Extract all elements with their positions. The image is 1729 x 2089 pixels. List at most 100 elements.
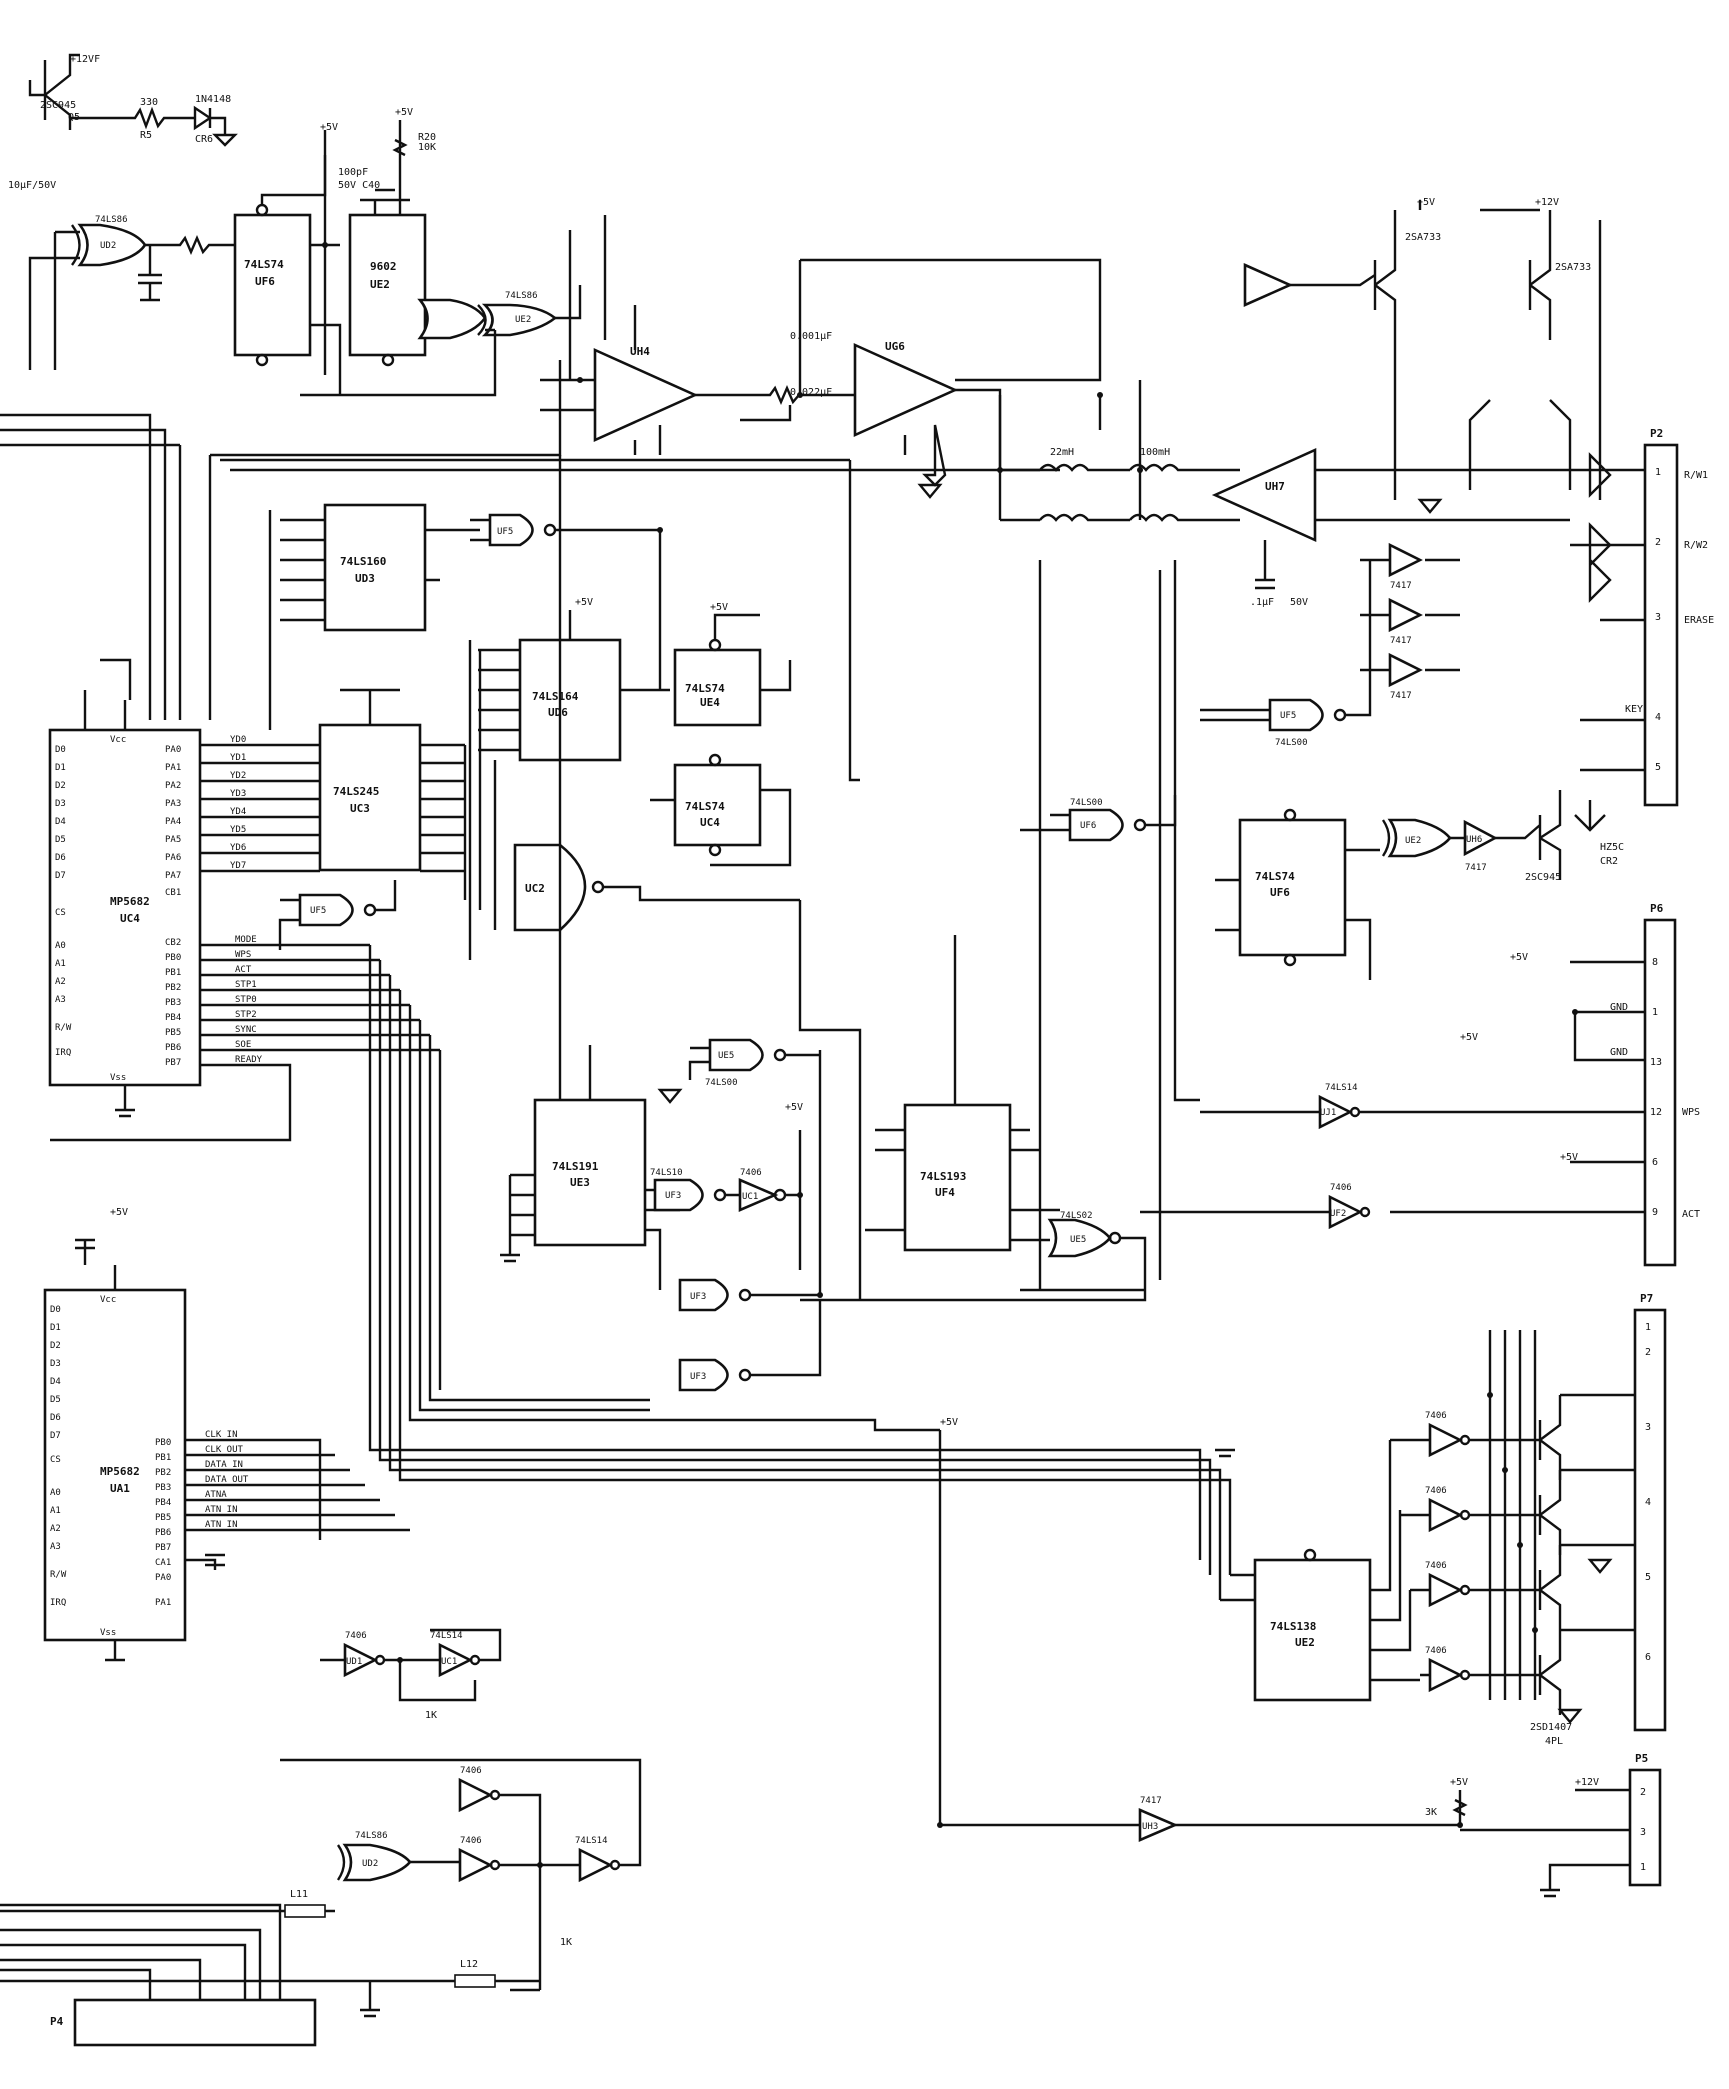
bus-label: YD7 <box>230 861 246 871</box>
supply-label: +5V <box>110 1207 128 1218</box>
gate-type: 74LS00 <box>1070 798 1103 808</box>
q7b-label: 4PL <box>1545 1736 1563 1747</box>
gate-ref: UF3 <box>690 1292 706 1302</box>
pin-label: PA6 <box>165 853 181 863</box>
gate-ref: UE2 <box>515 315 531 325</box>
l11-label: L11 <box>290 1889 308 1900</box>
l12-label: L12 <box>460 1959 478 1970</box>
supply-label: +5V <box>395 107 413 118</box>
pin-label: PA0 <box>155 1573 171 1583</box>
gate-type: 7406 <box>740 1168 762 1178</box>
supply-label: +5V <box>1560 1152 1578 1163</box>
interconnect-buses <box>368 455 1232 1600</box>
flipflop-uf6-top: 74LS74 UF6 <box>233 155 342 395</box>
pin-number: 6 <box>1645 1652 1651 1663</box>
bus-label: SYNC <box>235 1025 257 1035</box>
cr2-ref: CR2 <box>1600 856 1618 867</box>
connector-p2: P2 1 2 3 4 5 R/W1 R/W2 ERASE KEY <box>1400 427 1714 807</box>
signal-label: WPS <box>1682 1107 1700 1118</box>
gnd-label: Vss <box>100 1628 116 1638</box>
pin-label: D5 <box>50 1395 61 1405</box>
supply-label: +5V <box>1510 952 1528 963</box>
pin-label: PB1 <box>155 1453 171 1463</box>
junction-dots <box>322 242 1578 1868</box>
connector-p4: P4 <box>50 1998 317 2047</box>
gate-type: 74LS86 <box>505 291 538 301</box>
bus-transceiver-uc3: 74LS245 UC3 <box>318 688 465 873</box>
ferrite-beads: L11 L12 <box>0 1889 540 2018</box>
pin-number: 2 <box>1640 1787 1646 1798</box>
connector-ref: P2 <box>1650 427 1663 440</box>
bus-label: YD4 <box>230 807 246 817</box>
pin-label: D7 <box>55 871 66 881</box>
chip-ref: UE3 <box>570 1176 590 1189</box>
gate-type: 74LS14 <box>430 1631 463 1641</box>
gate-ref: UF3 <box>690 1372 706 1382</box>
q9-label: 2SA733 <box>1405 232 1441 243</box>
cr6-ref: CR6 <box>195 134 213 145</box>
signal-label: ERASE <box>1684 615 1714 626</box>
pin-number: 1 <box>1655 467 1661 478</box>
pin-label: IRQ <box>50 1598 66 1608</box>
buffer-array: 7417 7417 7417 <box>1360 542 1460 701</box>
l2-label: 100mH <box>1140 447 1170 458</box>
pin-label: PB7 <box>155 1543 171 1553</box>
bus-label: CLK OUT <box>205 1445 244 1455</box>
gate-ref: UD2 <box>362 1859 378 1869</box>
pin-number: 12 <box>1650 1107 1662 1118</box>
signal-label: +12V <box>1575 1777 1599 1788</box>
q5-label: 2SC945 <box>40 100 76 111</box>
connector-ref: P4 <box>50 2015 64 2028</box>
chip-part: 74LS74 <box>685 682 725 695</box>
pin-label: PB5 <box>165 1028 181 1038</box>
chip-ref: UC3 <box>350 802 370 815</box>
pin-label: PB0 <box>165 953 181 963</box>
gate-type: 7406 <box>1425 1646 1447 1656</box>
pin-label: D7 <box>50 1431 61 1441</box>
supply-label: +5V <box>575 597 593 608</box>
connector-ref: P6 <box>1650 902 1664 915</box>
chip-ref: UH7 <box>1265 480 1285 493</box>
bus-label: MODE <box>235 935 257 945</box>
pin-label: D0 <box>50 1305 61 1315</box>
pin-number: 1 <box>1640 1862 1646 1873</box>
chip-ref: UE2 <box>370 278 390 291</box>
c21-label: 0.001µF <box>790 331 832 342</box>
chip-part: 74LS74 <box>244 258 284 271</box>
supply-label: +5V <box>1450 1777 1468 1788</box>
chip-part: MP5682 <box>100 1465 140 1478</box>
gate-ref: UF6 <box>1080 821 1096 831</box>
cr2-label: HZ5C <box>1600 842 1624 853</box>
pin-label: PA4 <box>165 817 181 827</box>
bus-label: YD6 <box>230 843 246 853</box>
gate-type: 7417 <box>1390 581 1412 591</box>
supply-label: +5V <box>710 602 728 613</box>
chip-ref: UD6 <box>548 706 568 719</box>
pin-label: A0 <box>55 941 66 951</box>
signal-label: ACT <box>1682 1209 1700 1220</box>
gate-ref: UE5 <box>1070 1235 1086 1245</box>
bus-label: ATN IN <box>205 1520 238 1530</box>
connector-ref: P5 <box>1635 1752 1648 1765</box>
pin-label: R/W <box>50 1570 67 1580</box>
pin-label: PB6 <box>165 1043 181 1053</box>
pin-label: PB2 <box>165 983 181 993</box>
connector-p6: P6 8 1 13 12 6 9 GND GND WPS ACT <box>1390 902 1700 1267</box>
gate-ref: UD1 <box>346 1657 362 1667</box>
bus-label: STP1 <box>235 980 257 990</box>
chip-part: 74LS245 <box>333 785 379 798</box>
gate-type: 74LS86 <box>355 1831 388 1841</box>
bus-label: YD2 <box>230 771 246 781</box>
gate-type: 74LS00 <box>705 1078 738 1088</box>
supply-label: +12VF <box>70 54 100 65</box>
pin-label: PB7 <box>165 1058 181 1068</box>
gate-ref: UF3 <box>665 1191 681 1201</box>
bus-label: CLK IN <box>205 1430 238 1440</box>
c22-label: 0.022µF <box>790 387 832 398</box>
gate-ref: UF2 <box>1330 1209 1346 1219</box>
chip-ref: UD3 <box>355 572 375 585</box>
gate-ref: UE2 <box>1405 836 1421 846</box>
pin-label: D6 <box>50 1413 61 1423</box>
pin-number: 3 <box>1645 1422 1651 1433</box>
pin-label: IRQ <box>55 1048 71 1058</box>
